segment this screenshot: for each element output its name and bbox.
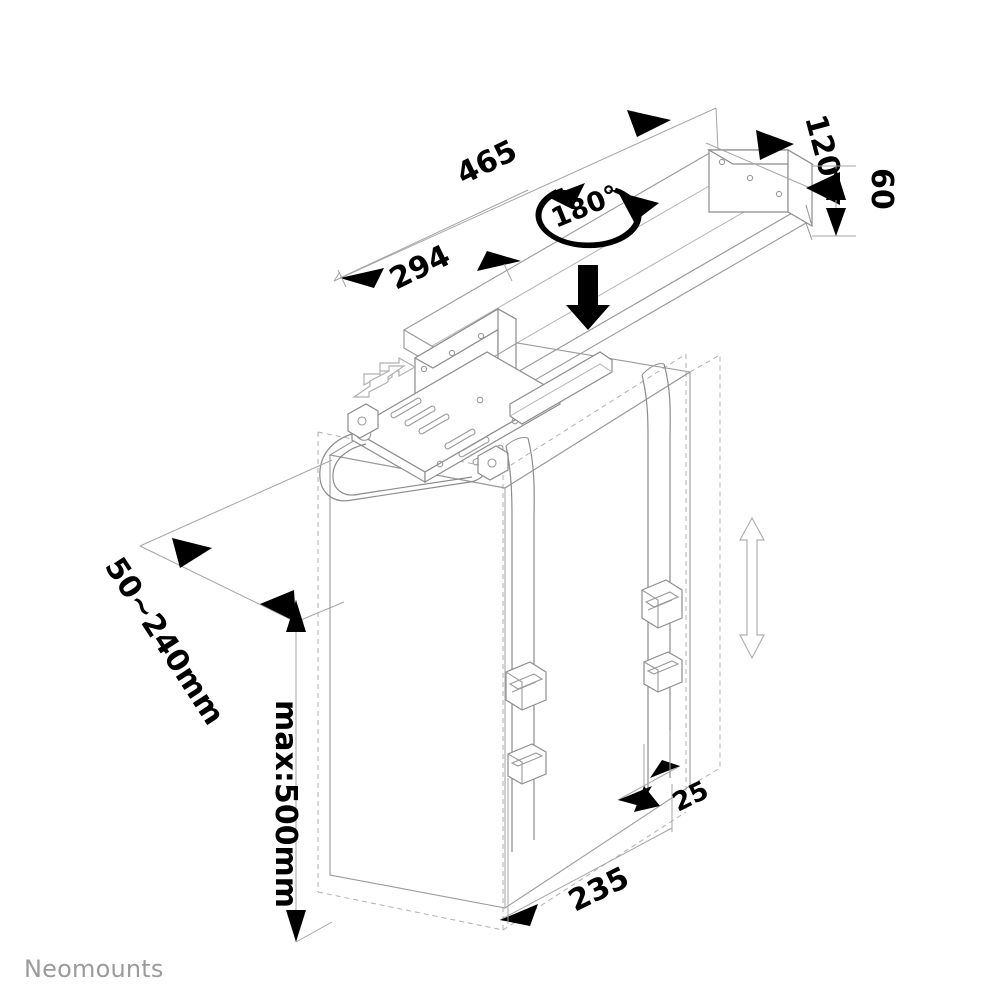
dimension-120: 120 [705, 111, 847, 205]
dim-max-arrow-bottom [286, 910, 306, 942]
end-bracket-hole-1 [718, 158, 726, 166]
dimension-clamp-range: 50~240mm [97, 459, 345, 731]
dim-465-line [333, 107, 717, 282]
dimension-25: 25 [617, 730, 714, 818]
strap-front-buckle-upper [505, 661, 547, 711]
dim-max-arrow-top [286, 600, 306, 632]
tower-hidden-edges [317, 431, 504, 931]
rail-inner-channel-line-2 [471, 189, 783, 370]
near-bracket-hole-2 [448, 349, 456, 357]
end-bracket-hole-3 [775, 190, 783, 198]
cpu-tower [317, 342, 721, 931]
strap-rear-buckle-upper [641, 579, 683, 629]
dim-clamp-arrow-upper [172, 538, 212, 568]
dim-60-arrow-top [826, 168, 846, 200]
strap-rear-right-edge [663, 363, 671, 778]
dim-235-line [499, 827, 673, 921]
dim-25-arrow-down [634, 786, 660, 812]
strap-rear-buckle-lower [643, 651, 683, 693]
rotation-arrow-left [548, 183, 585, 209]
dim-25-arrow-right [650, 760, 680, 778]
dim-465-ext-left [333, 271, 341, 282]
dim-235-arrow-left [500, 904, 538, 926]
dim-120-arrow-left [756, 130, 794, 160]
tower-hidden-edge-right [502, 353, 687, 931]
horizontal-slide-arrow [352, 356, 417, 398]
rotation-arrow-right [618, 192, 659, 222]
dim-235-label: 235 [563, 860, 635, 919]
dim-clamp-label: 50~240mm [97, 551, 231, 731]
down-arrow-glyph [566, 265, 610, 330]
dim-294-arrow-left [340, 268, 384, 288]
insert-direction-arrow [566, 265, 610, 330]
securing-straps [505, 363, 683, 852]
dim-465-label: 465 [451, 133, 523, 192]
u-support-bar-inner [332, 443, 473, 496]
brand-logo-text: Neomounts [24, 955, 164, 983]
dim-294-label: 294 [384, 238, 456, 297]
tower-left-face [329, 454, 506, 909]
tower-rear-silhouette [689, 354, 721, 787]
vertical-adjust-arrow [738, 516, 766, 660]
dim-60-label: 60 [864, 168, 899, 210]
near-bracket-hole-3 [477, 332, 485, 340]
strap-rear-left-edge [641, 374, 649, 790]
strap-front-buckle-lower [507, 743, 547, 785]
dim-clamp-ext [139, 459, 345, 623]
dim-294-arrow-right [477, 251, 521, 271]
hinge-pin-right [487, 458, 497, 468]
hinge-block-right [477, 445, 509, 481]
rail-far-end-lip [805, 204, 813, 241]
strap-front-top-cap [505, 436, 529, 447]
strap-rear-top-cap [641, 363, 665, 376]
dim-max-ext-bottom [295, 921, 333, 943]
dimension-max-height: max:500mm [268, 600, 333, 943]
dim-25-label: 25 [668, 775, 714, 818]
dim-294-ext [337, 263, 513, 288]
dim-clamp-line [139, 545, 297, 623]
slide-arrow-shape [352, 365, 406, 398]
hinge-pin-left [357, 416, 367, 426]
strap-front-left-edge [505, 445, 513, 852]
hinge-block-left [347, 403, 379, 439]
strap-front-right-edge [527, 437, 535, 840]
dim-clamp-arrow-lower [260, 590, 296, 622]
dimension-60: 60 [812, 165, 899, 237]
connector-line [509, 363, 613, 417]
dim-465-ext-right [715, 107, 719, 151]
end-bracket-hole-2 [746, 174, 754, 182]
dim-60-arrow-bottom [826, 208, 846, 236]
dim-294-line [339, 189, 529, 279]
rail-inner-channel-line [431, 166, 743, 347]
vertical-arrow-glyph [738, 516, 766, 660]
near-bracket-hole-1 [420, 365, 428, 373]
clamp-bracket-assembly [319, 351, 613, 502]
dim-max-label: max:500mm [268, 700, 303, 908]
dim-465-arrow-right [627, 110, 671, 137]
